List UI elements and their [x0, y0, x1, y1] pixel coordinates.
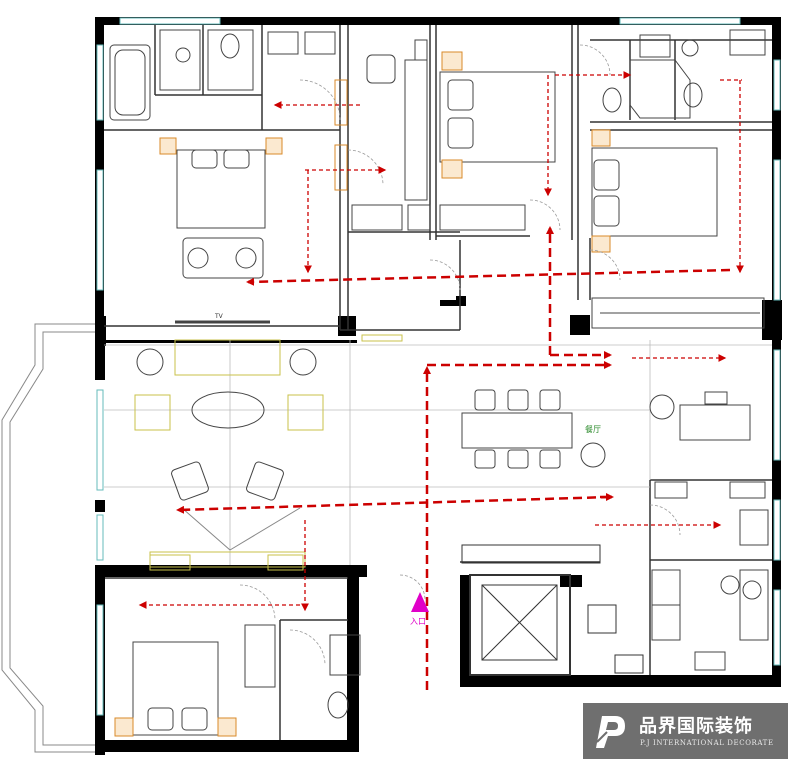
balcony-outline: [1, 323, 97, 753]
living-room: [134, 334, 403, 568]
master-bathroom: [109, 29, 336, 121]
brand-watermark: 品界国际装饰 P.J INTERNATIONAL DECORATE: [583, 703, 788, 759]
middle-bedroom: [439, 51, 556, 179]
brand-logo-icon: [596, 716, 625, 748]
walk-in-closet: [334, 39, 526, 231]
flow-arrow-living: [176, 495, 611, 514]
dining-room-label: 餐厅: [585, 425, 601, 434]
flow-arrow-hall-main: [246, 268, 731, 286]
door-swings: [239, 44, 681, 666]
elevator-core: [461, 544, 644, 676]
dining-area: [461, 389, 751, 469]
secondary-bathroom: [602, 29, 766, 119]
structural-walls: [95, 17, 782, 755]
entrance-marker: [411, 592, 429, 612]
tv-label: TV: [214, 313, 224, 320]
windows: [96, 17, 781, 716]
brand-name-chinese: 品界国际装饰: [639, 716, 753, 737]
bottom-bedroom: [114, 554, 361, 737]
entrance-label: 入口: [410, 617, 426, 626]
floor-grid: [104, 340, 772, 565]
brand-name-english: P.J INTERNATIONAL DECORATE: [640, 739, 774, 747]
kitchen: [651, 481, 769, 671]
master-bedroom: [159, 137, 283, 324]
interior-walls: [104, 25, 772, 740]
right-bedroom: [591, 129, 765, 329]
circulation-flow: [138, 71, 744, 690]
